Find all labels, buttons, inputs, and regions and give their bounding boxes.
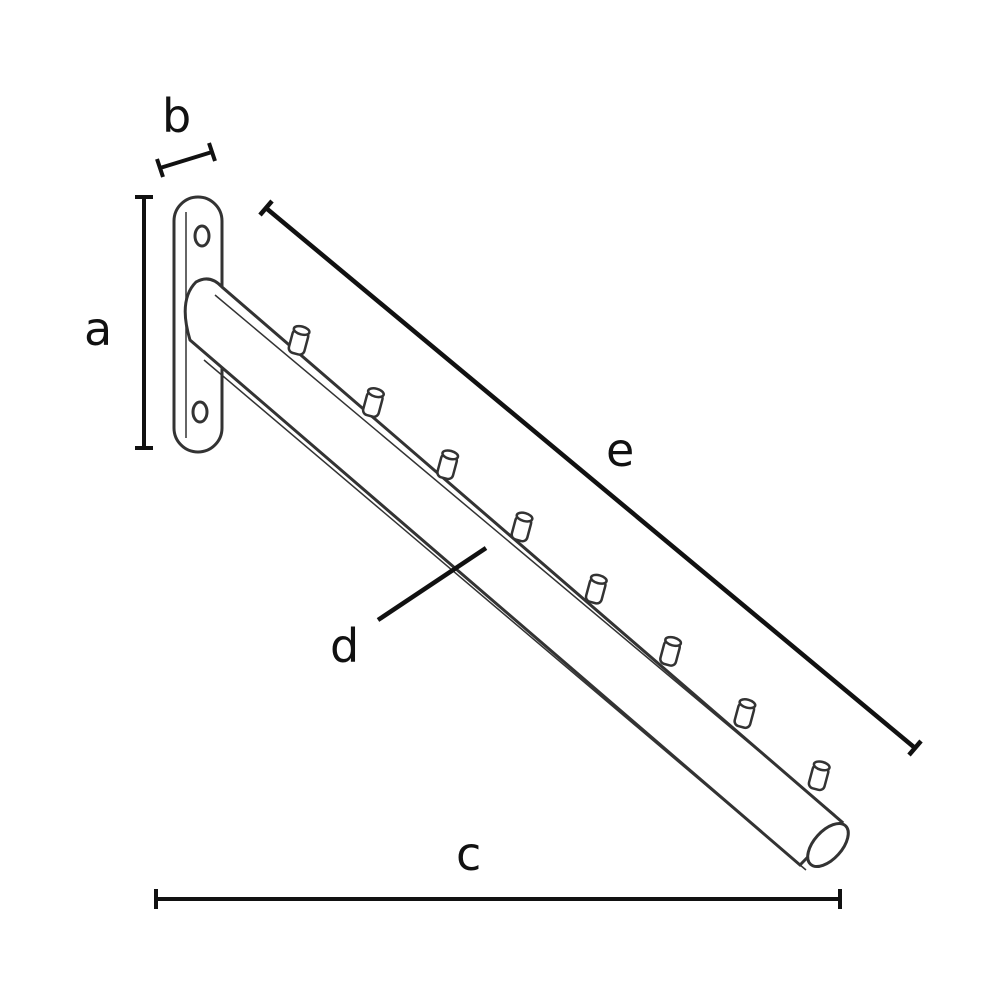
peg bbox=[584, 573, 608, 605]
label-e: e bbox=[606, 423, 634, 477]
arm-end-cap bbox=[806, 822, 850, 868]
label-a: a bbox=[84, 302, 112, 356]
peg bbox=[287, 324, 311, 356]
peg bbox=[436, 449, 460, 481]
peg bbox=[659, 635, 683, 667]
peg bbox=[510, 511, 534, 543]
label-d: d bbox=[330, 619, 359, 673]
dimension-b bbox=[155, 142, 217, 178]
bracket-arm bbox=[183, 277, 850, 871]
peg bbox=[733, 698, 757, 730]
dimension-a bbox=[135, 195, 153, 450]
lower-screw-hole bbox=[191, 400, 209, 424]
dimension-e bbox=[258, 199, 923, 757]
peg bbox=[807, 760, 831, 792]
peg-group bbox=[287, 324, 831, 792]
leader-d bbox=[376, 546, 488, 622]
dimension-c bbox=[154, 889, 842, 909]
upper-screw-hole bbox=[193, 224, 211, 248]
peg bbox=[361, 387, 385, 419]
label-b: b bbox=[162, 89, 191, 143]
label-c: c bbox=[456, 827, 481, 881]
